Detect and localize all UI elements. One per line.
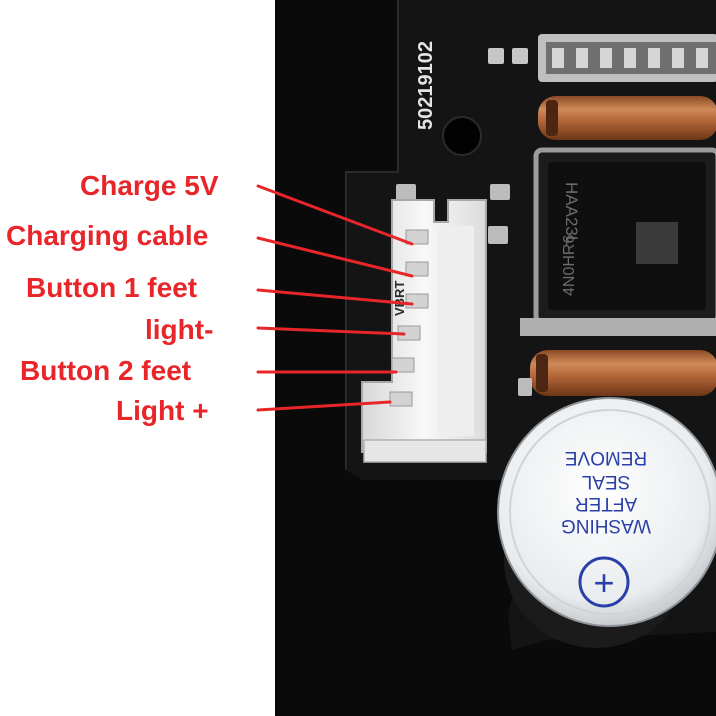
connector-pin xyxy=(405,293,429,309)
copper-inductor-middle xyxy=(530,350,716,396)
callout-line-charge-5v xyxy=(256,184,414,246)
polarity-plus-icon xyxy=(578,556,630,608)
pcb-serial-number: 50219102 xyxy=(415,41,437,130)
callout-lines xyxy=(256,184,414,412)
label-button-1-feet: Button 1 feet xyxy=(26,272,198,303)
chip-marking-2: 4N0HR6 xyxy=(561,235,578,296)
copper-inductor-top xyxy=(538,96,716,140)
connector-pin xyxy=(389,391,413,407)
mounting-hole xyxy=(442,116,482,156)
callout-line-charging-cable xyxy=(256,236,414,278)
smd-pad xyxy=(396,184,416,200)
polarity-plus-symbol: + xyxy=(593,562,614,603)
sticker-line-washing: WASHING xyxy=(561,515,651,536)
pin-header-strip xyxy=(538,34,716,82)
chip-marking-1: HAA23L xyxy=(562,182,581,245)
sticker-line-seal: SEAL xyxy=(582,471,631,492)
buzzer-sticker-text: WASHING AFTER SEAL REMOVE xyxy=(561,447,651,536)
jst-connector: VBRT xyxy=(361,199,487,463)
smd-pad xyxy=(518,378,532,396)
connector-marking: VBRT xyxy=(392,281,407,316)
label-light-plus: Light + xyxy=(116,395,209,426)
callout-line-button-1-feet xyxy=(256,288,414,306)
connector-pin xyxy=(405,261,429,277)
smd-pad xyxy=(488,48,504,64)
sticker-line-after: AFTER xyxy=(575,493,637,514)
callout-line-light-plus xyxy=(256,400,392,412)
label-button-2-feet: Button 2 feet xyxy=(20,355,192,386)
smd-pad xyxy=(488,226,508,244)
callout-line-light-minus xyxy=(256,326,406,336)
connector-pin xyxy=(405,229,429,245)
smd-pad xyxy=(512,48,528,64)
label-charge-5v: Charge 5V xyxy=(80,170,219,201)
smd-pad xyxy=(490,184,510,200)
connector-pin xyxy=(391,357,415,373)
label-light-minus: light- xyxy=(145,314,214,345)
mosfet-chip: HAA23L 4N0HR6 xyxy=(520,147,716,336)
sticker-line-remove: REMOVE xyxy=(565,447,647,468)
label-charging-cable: Charging cable xyxy=(6,220,209,251)
buzzer: WASHING AFTER SEAL REMOVE + xyxy=(497,397,716,648)
